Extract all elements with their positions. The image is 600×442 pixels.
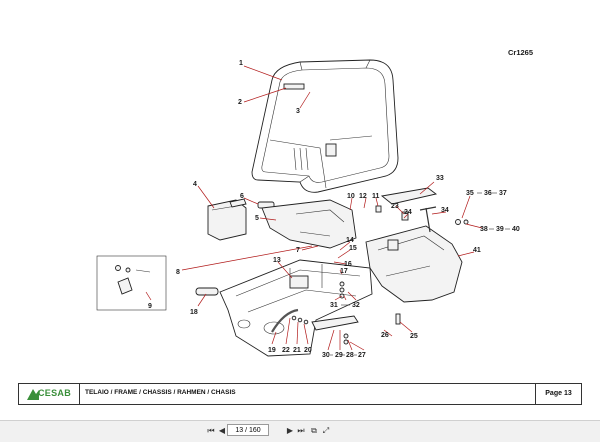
logo-text: CESAB xyxy=(38,388,72,398)
title-block: CESAB TELAIO / FRAME / CHASSIS / RAHMEN … xyxy=(18,383,582,405)
cesab-logo-icon xyxy=(27,389,39,400)
callout-3: 3 xyxy=(296,108,300,115)
logo-cell: CESAB xyxy=(19,384,80,404)
pdf-navigation-bar: ⏮ ◀ ▶ ⏭ ⧉ ⤢ xyxy=(0,420,600,442)
callout-30: 30 xyxy=(322,352,330,359)
drawing-code: Cr1265 xyxy=(508,48,533,57)
callout-20: 20 xyxy=(304,347,312,354)
callout-21: 21 xyxy=(293,347,301,354)
engine-cover xyxy=(207,199,247,241)
leader-lines xyxy=(145,65,483,351)
dashboard-cowl xyxy=(261,199,357,249)
chassis-frame xyxy=(219,259,373,357)
callout-14: 14 xyxy=(346,237,354,244)
callout-38: 38 xyxy=(480,226,488,233)
callout-23: 23 xyxy=(391,203,399,210)
callout-15: 15 xyxy=(349,245,357,252)
callout-9: 9 xyxy=(148,303,152,310)
page-title: TELAIO / FRAME / CHASSIS / RAHMEN / CHAS… xyxy=(85,389,236,396)
callout-10: 10 xyxy=(347,193,355,200)
callout-1: 1 xyxy=(239,60,243,67)
callout-5: 5 xyxy=(255,215,259,222)
floor-plate xyxy=(311,315,359,331)
callout-40: 40 xyxy=(512,226,520,233)
callout-34: 34 xyxy=(441,207,449,214)
bolts-right xyxy=(455,219,469,225)
cab-frame xyxy=(251,59,399,193)
callout-22: 22 xyxy=(282,347,290,354)
detail-inset xyxy=(96,255,167,311)
side-handle xyxy=(195,287,219,296)
callout-41: 41 xyxy=(473,247,481,254)
callout-7: 7 xyxy=(296,247,300,254)
callout-12: 12 xyxy=(359,193,367,200)
exploded-parts-diagram: Cr1265 xyxy=(96,48,533,359)
lever xyxy=(419,206,437,233)
zoom-icon[interactable]: ⤢ xyxy=(322,426,330,435)
callout-11: 11 xyxy=(372,193,380,200)
callout-35: 35 xyxy=(466,190,474,197)
callout-6: 6 xyxy=(240,193,244,200)
fasteners xyxy=(291,205,409,345)
callout-33: 33 xyxy=(436,175,444,182)
callout-37: 37 xyxy=(499,190,507,197)
callout-separators xyxy=(330,192,510,356)
last-page-icon[interactable]: ⏭ xyxy=(297,426,305,435)
callout-31: 31 xyxy=(330,302,338,309)
prev-page-icon[interactable]: ◀ xyxy=(218,426,226,435)
callout-32: 32 xyxy=(352,302,360,309)
counterweight xyxy=(365,225,463,303)
callout-17: 17 xyxy=(340,268,348,275)
fit-page-icon[interactable]: ⧉ xyxy=(311,426,317,435)
callout-29: 29 xyxy=(335,352,343,359)
next-page-icon[interactable]: ▶ xyxy=(286,426,294,435)
callout-4: 4 xyxy=(193,181,197,188)
callout-26: 26 xyxy=(381,332,389,339)
callout-13: 13 xyxy=(273,257,281,264)
callout-39: 39 xyxy=(496,226,504,233)
callout-16: 16 xyxy=(344,261,352,268)
callout-28: 28 xyxy=(346,352,354,359)
callout-25: 25 xyxy=(410,333,418,340)
page-number-input[interactable] xyxy=(227,424,269,436)
first-page-icon[interactable]: ⏮ xyxy=(207,426,215,435)
callout-27: 27 xyxy=(358,352,366,359)
callout-2: 2 xyxy=(238,99,242,106)
callout-18: 18 xyxy=(190,309,198,316)
callout-36: 36 xyxy=(484,190,492,197)
callout-24: 24 xyxy=(404,209,412,216)
small-bracket xyxy=(229,198,247,208)
seat-plate xyxy=(380,187,438,205)
callout-8: 8 xyxy=(176,269,180,276)
page-label: Page 13 xyxy=(535,384,581,404)
hose xyxy=(271,308,299,333)
callout-labels: 1 2 3 4 5 6 7 8 9 10 11 12 13 14 15 16 1… xyxy=(148,60,520,359)
callout-19: 19 xyxy=(268,347,276,354)
